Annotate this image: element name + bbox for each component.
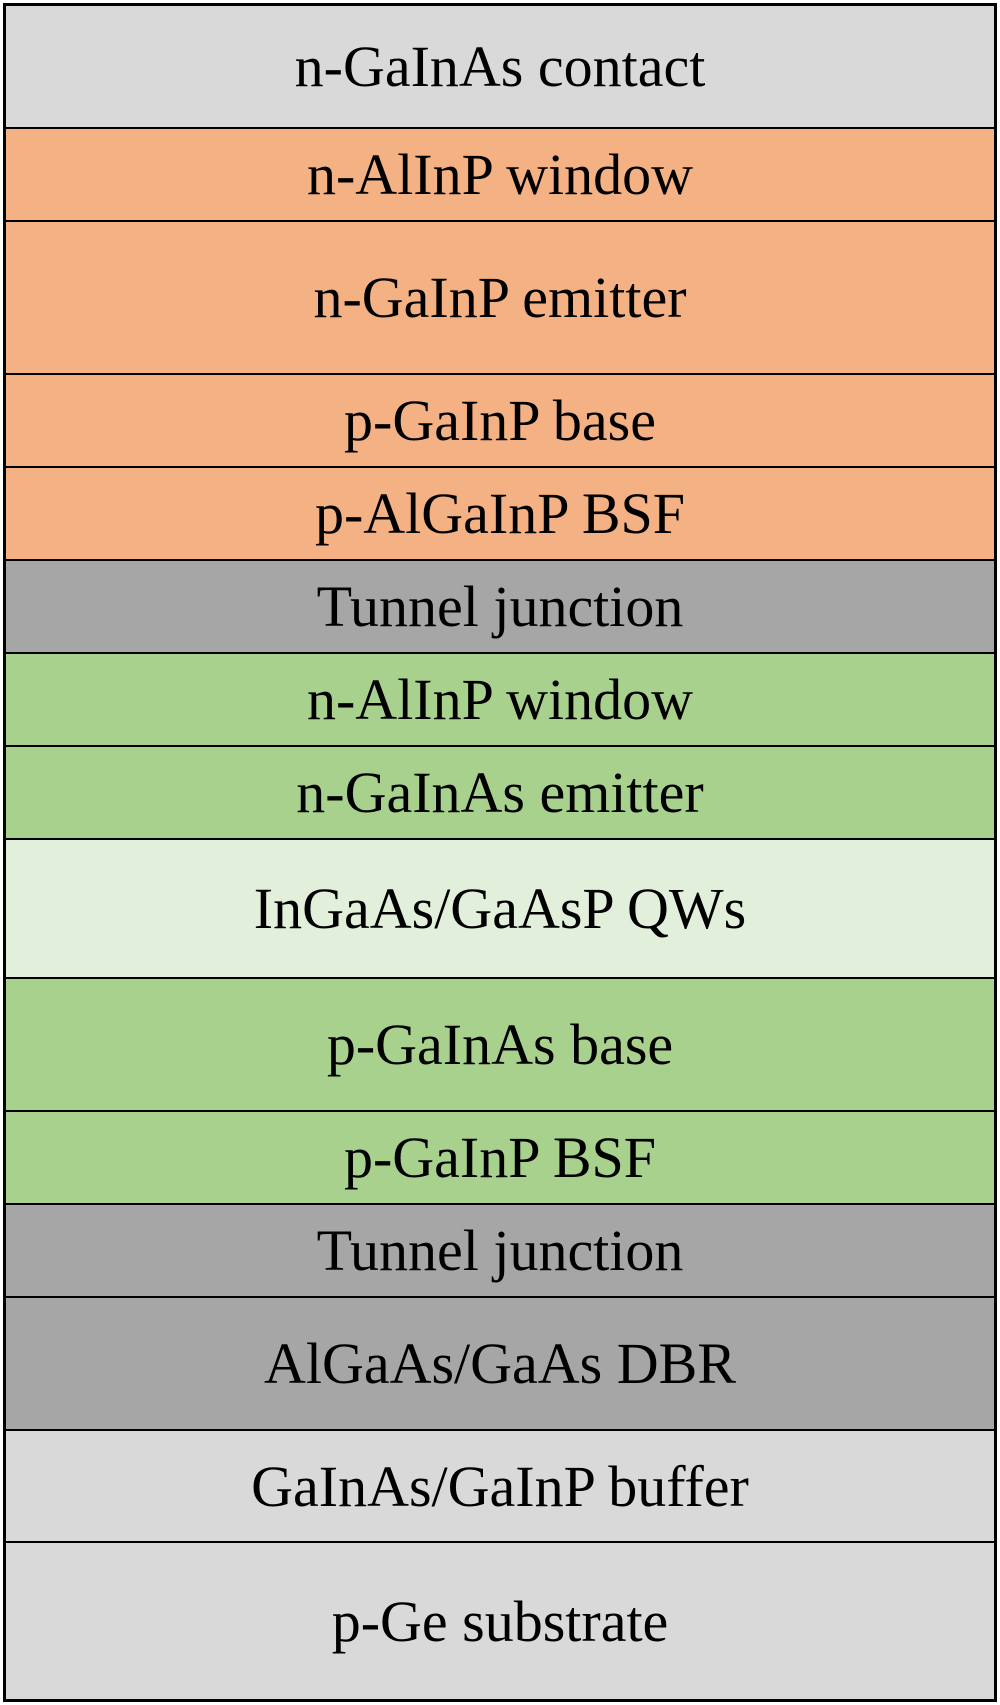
layer-top-bsf: p-AlGaInP BSF [6, 468, 994, 561]
layer-middle-bsf: p-GaInP BSF [6, 1112, 994, 1205]
layer-label: InGaAs/GaAsP QWs [253, 876, 747, 941]
layer-middle-emitter: n-GaInAs emitter [6, 747, 994, 840]
layer-substrate: p-Ge substrate [6, 1543, 994, 1699]
layer-tunnel-junction-1: Tunnel junction [6, 561, 994, 654]
layer-quantum-wells: InGaAs/GaAsP QWs [6, 840, 994, 979]
layer-label: AlGaAs/GaAs DBR [263, 1331, 737, 1396]
layer-label: n-AlInP window [306, 667, 694, 732]
layer-label: Tunnel junction [316, 574, 684, 639]
layer-label: n-AlInP window [306, 142, 694, 207]
layer-contact: n-GaInAs contact [6, 6, 994, 129]
layer-label: p-GaInP BSF [343, 1125, 657, 1190]
layer-top-window: n-AlInP window [6, 129, 994, 222]
layer-label: p-GaInAs base [326, 1012, 674, 1077]
layer-tunnel-junction-2: Tunnel junction [6, 1205, 994, 1298]
layer-label: n-GaInP emitter [313, 265, 687, 330]
layer-label: n-GaInAs emitter [296, 760, 704, 825]
layer-label: Tunnel junction [316, 1218, 684, 1283]
layer-top-emitter: n-GaInP emitter [6, 222, 994, 375]
layer-buffer: GaInAs/GaInP buffer [6, 1431, 994, 1543]
layer-middle-base: p-GaInAs base [6, 979, 994, 1112]
layer-stack: n-GaInAs contact n-AlInP window n-GaInP … [3, 3, 997, 1702]
layer-label: p-GaInP base [344, 388, 656, 453]
layer-label: GaInAs/GaInP buffer [251, 1453, 749, 1519]
layer-top-base: p-GaInP base [6, 375, 994, 468]
layer-middle-window: n-AlInP window [6, 654, 994, 747]
layer-label: p-Ge substrate [331, 1588, 669, 1654]
layer-dbr: AlGaAs/GaAs DBR [6, 1298, 994, 1431]
layer-label: p-AlGaInP BSF [314, 481, 686, 546]
layer-label: n-GaInAs contact [294, 34, 706, 99]
